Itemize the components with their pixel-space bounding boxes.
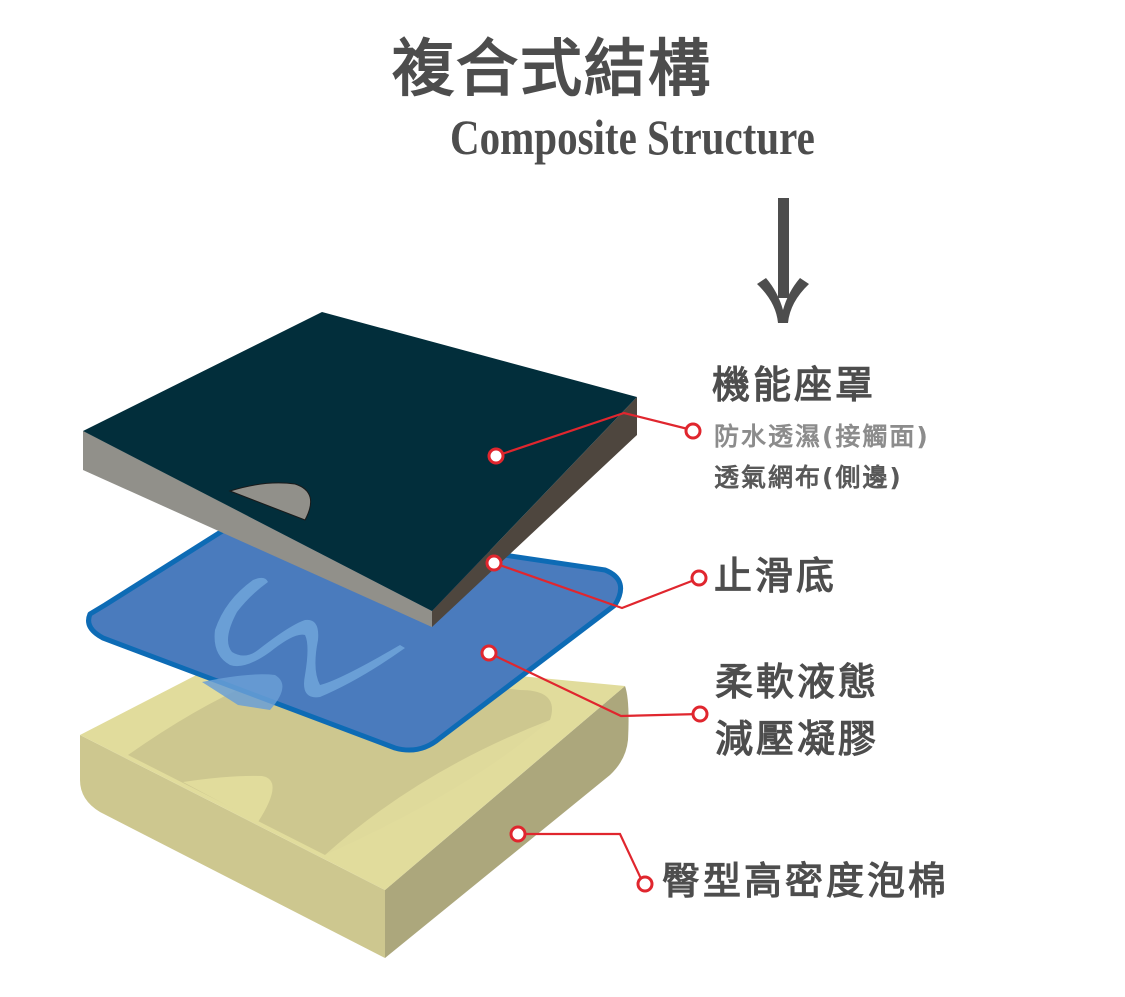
- label-seat-cover-detail-2: 透氣網布(側邊): [714, 463, 903, 492]
- callout-markers: [480, 422, 709, 893]
- foam-bolster: [325, 686, 625, 890]
- label-dot-anti-slip: [690, 569, 708, 587]
- label-gel-line-1: 柔軟液態: [715, 660, 880, 704]
- foam-seat-highlight: [183, 775, 273, 822]
- label-dot-gel: [691, 705, 709, 723]
- label-dot-foam: [636, 875, 654, 893]
- callout-line-foam: [518, 832, 644, 884]
- callout-line-seat-cover: [495, 411, 693, 458]
- label-gel-line-2: 減壓凝膠: [715, 717, 880, 761]
- title-english: Composite Structure: [450, 109, 815, 165]
- down-arrow-icon: [757, 198, 809, 323]
- cover-right-side: [432, 397, 637, 627]
- callout-line-gel: [488, 652, 701, 718]
- foam-right-side: [385, 686, 629, 958]
- label-anti-slip-base: 止滑底: [714, 554, 838, 598]
- callout-line-anti-slip: [493, 561, 698, 610]
- callout-lines: [488, 411, 701, 884]
- cover-peel-flap: [228, 482, 312, 521]
- foam-front-side: [80, 735, 385, 958]
- cover-top-face: [83, 312, 637, 611]
- label-dot-seat-cover: [684, 422, 702, 440]
- anchor-dot-gel: [480, 644, 498, 662]
- gel-lower-highlight: [202, 674, 283, 710]
- label-foam-base: 臀型高密度泡棉: [662, 859, 950, 903]
- anchor-dot-foam: [509, 825, 527, 843]
- foam-base-layer: [80, 650, 629, 958]
- title-chinese: 複合式結構: [392, 32, 713, 105]
- label-seat-cover-detail-1: 防水透濕(接觸面): [714, 422, 930, 451]
- anchor-dot-anti-slip: [485, 554, 503, 572]
- seat-cover-layer: [83, 312, 637, 627]
- anchor-dot-seat-cover: [487, 447, 505, 465]
- gel-swirl-highlight: [214, 577, 405, 698]
- label-seat-cover: 機能座罩: [712, 363, 877, 407]
